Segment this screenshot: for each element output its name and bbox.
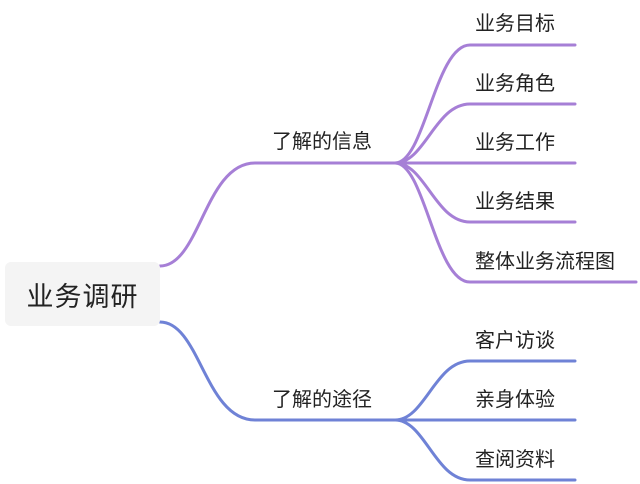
branch-node-info-label: 了解的信息 (272, 129, 372, 153)
connector-branch-0-leaf-3 (393, 161, 577, 224)
leaf-node-overall-process-chart[interactable]: 整体业务流程图 (475, 249, 615, 273)
leaf-node-business-result[interactable]: 业务结果 (475, 189, 555, 213)
leaf-node-business-result-label: 业务结果 (475, 189, 555, 213)
leaf-node-consult-materials[interactable]: 查阅资料 (475, 447, 555, 471)
leaf-node-personal-experience[interactable]: 亲身体验 (475, 387, 555, 411)
connector-branch-0-leaf-4 (393, 161, 638, 284)
connector-root-branch-1 (158, 320, 400, 422)
branch-node-info[interactable]: 了解的信息 (272, 129, 372, 153)
leaf-node-business-goal-label: 业务目标 (475, 11, 555, 35)
leaf-node-business-work[interactable]: 业务工作 (475, 130, 555, 154)
leaf-node-overall-process-chart-label: 整体业务流程图 (475, 249, 615, 273)
leaf-node-customer-interview[interactable]: 客户访谈 (475, 328, 555, 352)
leaf-node-business-role-label: 业务角色 (475, 71, 555, 95)
branch-node-method[interactable]: 了解的途径 (272, 387, 372, 411)
connector-root-branch-0 (158, 161, 400, 268)
connector-branch-0-leaf-1 (393, 102, 577, 165)
leaf-node-consult-materials-label: 查阅资料 (475, 447, 555, 471)
leaf-node-customer-interview-label: 客户访谈 (475, 328, 555, 352)
leaf-node-business-role[interactable]: 业务角色 (475, 71, 555, 95)
leaf-node-business-work-label: 业务工作 (475, 130, 555, 154)
connector-branch-0-leaf-0 (393, 43, 577, 165)
root-node[interactable]: 业务调研 (5, 262, 160, 326)
leaf-node-personal-experience-label: 亲身体验 (475, 387, 555, 411)
root-node-label: 业务调研 (26, 281, 139, 313)
leaf-node-business-goal[interactable]: 业务目标 (475, 11, 555, 35)
connector-branch-1-leaf-0 (393, 359, 577, 422)
connector-branch-1-leaf-2 (393, 418, 577, 482)
branch-node-method-label: 了解的途径 (272, 387, 372, 411)
